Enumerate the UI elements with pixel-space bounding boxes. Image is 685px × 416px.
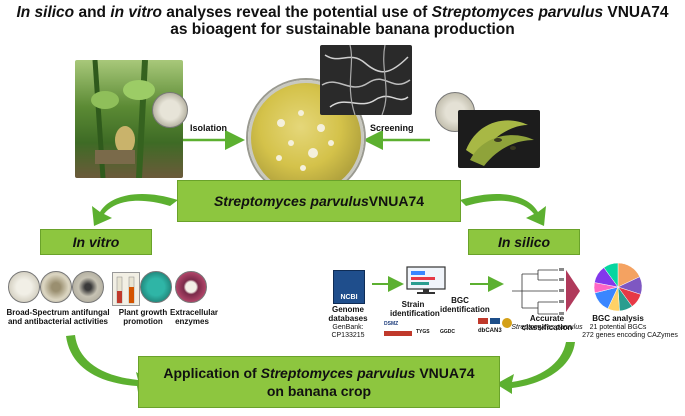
- title-species: Streptomyces parvulus: [431, 4, 604, 21]
- antifungal-plate-2: [40, 271, 72, 303]
- pie-slice: [603, 262, 619, 288]
- title-line-2: as bioagent for sustainable banana produ…: [170, 21, 515, 38]
- strain-name-box: Streptomyces parvulus VNUA74: [177, 180, 461, 222]
- isolation-label: Isolation: [190, 123, 228, 133]
- application-box: Application of Streptomyces parvulus VNU…: [138, 356, 500, 408]
- plant-growth-plate: [140, 271, 172, 303]
- application-prefix: Application of: [163, 365, 261, 381]
- bgc-analysis-label: BGC analysis: [592, 314, 644, 323]
- title-and: and: [74, 4, 111, 21]
- dbcan-logo: dbCAN3: [478, 328, 502, 334]
- curved-arrow-in-vitro: [92, 193, 178, 226]
- hyphae-icon: [321, 44, 411, 116]
- cazymes-label: 272 genes encoding CAZymes: [582, 332, 678, 339]
- ncbi-logo: NCBI: [333, 270, 365, 304]
- in-silico-header: In silico: [468, 229, 580, 255]
- classification-label: Accurate classification: [521, 314, 573, 332]
- dsmz-logo: DSMZ: [384, 321, 399, 327]
- screening-label: Screening: [370, 123, 414, 133]
- classification-species: Streptomyces parvulus: [511, 324, 583, 331]
- phylogenetic-tree: [508, 266, 580, 316]
- bagel-logo: [502, 318, 512, 328]
- colonies-icon: [276, 110, 334, 171]
- genbank-label: GenBank: CP133215: [331, 324, 365, 339]
- tygs-logo: TYGS: [416, 329, 430, 335]
- genome-db-label: Genome databases: [328, 305, 368, 323]
- application-line-1: Application of Streptomyces parvulus VNU…: [163, 364, 474, 382]
- application-species: Streptomyces parvulus: [260, 365, 416, 381]
- banana-fruit-photo: [458, 110, 540, 168]
- in-vitro-header: In vitro: [40, 229, 152, 255]
- plant-growth-label: Plant growth promotion: [118, 308, 168, 326]
- computer-icon: [405, 265, 447, 295]
- activities-label: Broad-Spectrum antifungal and antibacter…: [6, 308, 110, 326]
- test-tubes-icon: [112, 272, 140, 306]
- tool-logos: DSMZ TYGS GGDC: [384, 321, 474, 347]
- strain-id-label: Strain identification: [390, 300, 440, 318]
- sem-micrograph: [320, 44, 412, 116]
- isolation-plate-icon: [152, 92, 188, 128]
- bgc-pie-chart: [593, 262, 643, 312]
- application-line-2: on banana crop: [266, 383, 372, 399]
- banana-plant-icon: [91, 59, 155, 179]
- bgc-tool-logos: dbCAN3: [478, 318, 514, 334]
- bgc-count-label: 21 potential BGCs: [589, 324, 647, 331]
- curved-arrow-bottom-right: [496, 342, 575, 394]
- prism-logo: [490, 318, 500, 324]
- antismash-logo: [478, 318, 488, 324]
- ggdc-logo: GGDC: [440, 329, 455, 335]
- title-in-silico: In silico: [16, 4, 75, 21]
- title-middle: analyses reveal the potential use of: [162, 4, 432, 21]
- curved-arrow-in-silico: [460, 193, 546, 226]
- tree-icon: [512, 268, 580, 315]
- strain-species: Streptomyces parvulus: [213, 193, 369, 209]
- application-strain: VNUA74: [415, 365, 475, 381]
- strain-code: VNUA74: [368, 193, 425, 209]
- antibacterial-plate: [72, 271, 104, 303]
- title-line-1: In silico and in vitro analyses reveal t…: [0, 4, 685, 22]
- monitor-icon: [406, 266, 446, 294]
- enzymes-label: Extracellular enzymes: [170, 308, 219, 326]
- enzyme-plate: [175, 271, 207, 303]
- bgc-id-label: BGC identification: [440, 296, 490, 314]
- title-in-vitro: in vitro: [110, 4, 162, 21]
- color-bar-logo: [384, 331, 412, 336]
- tubes-icon: [116, 276, 135, 304]
- bananas-icon: [466, 120, 534, 166]
- title-strain: VNUA74: [603, 4, 669, 21]
- ncbi-logo-text: NCBI: [340, 294, 358, 301]
- antifungal-plate-1: [8, 271, 40, 303]
